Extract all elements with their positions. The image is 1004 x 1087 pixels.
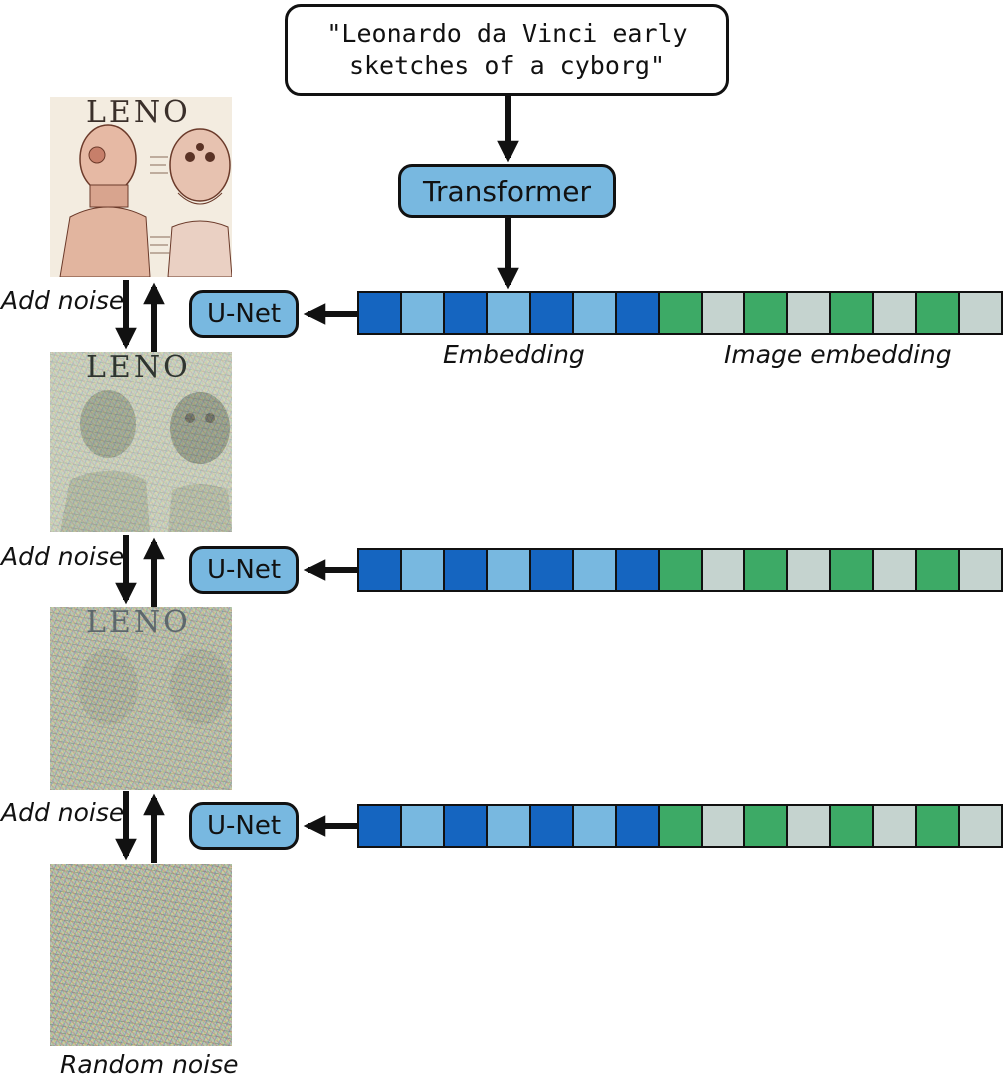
- text-embedding-cell: [573, 806, 617, 846]
- image-embedding-cell: [917, 806, 961, 846]
- text-embedding-cell: [530, 550, 574, 590]
- text-embedding-cell: [616, 806, 660, 846]
- random-noise-label: Random noise: [60, 1050, 239, 1079]
- add-noise-label-1: Add noise: [1, 286, 125, 315]
- image-clean: LENO: [50, 97, 232, 277]
- text-embedding-cell: [530, 293, 574, 333]
- cyborg-sketch-image: [50, 97, 232, 277]
- text-embedding-cell: [487, 550, 531, 590]
- image-embedding-cell: [745, 806, 789, 846]
- image-embedding-cell: [874, 550, 918, 590]
- text-embedding-cell: [530, 806, 574, 846]
- text-embedding-cell: [401, 806, 445, 846]
- image-random-noise: [50, 864, 232, 1046]
- text-embedding-cell: [401, 293, 445, 333]
- image-embedding-cell: [874, 293, 918, 333]
- add-noise-label-3: Add noise: [1, 798, 125, 827]
- text-embedding-cell: [359, 550, 402, 590]
- image-embedding-label: Image embedding: [724, 340, 952, 369]
- text-embedding-cell: [573, 550, 617, 590]
- embedding-strip-2: [357, 548, 1003, 592]
- text-embedding-cell: [401, 550, 445, 590]
- prompt-text: "Leonardo da Vinci early sketches of a c…: [326, 19, 688, 80]
- transformer-box: Transformer: [398, 164, 616, 218]
- image-noisy-1: LENO: [50, 352, 232, 532]
- leno-title-1: LENO: [86, 97, 191, 130]
- text-embedding-cell: [444, 550, 488, 590]
- noise-overlay-1: [50, 352, 232, 532]
- image-embedding-cell: [960, 550, 1002, 590]
- text-embedding-cell: [359, 806, 402, 846]
- image-embedding-cell: [831, 293, 875, 333]
- image-embedding-cell: [702, 806, 746, 846]
- text-embedding-cell: [444, 806, 488, 846]
- text-embedding-cell: [616, 550, 660, 590]
- text-embedding-cell: [444, 293, 488, 333]
- leno-title-3: LENO: [86, 607, 191, 640]
- image-embedding-cell: [788, 550, 832, 590]
- unet-box-1: U-Net: [189, 290, 299, 338]
- image-embedding-cell: [788, 806, 832, 846]
- text-embedding-cell: [616, 293, 660, 333]
- image-embedding-cell: [917, 550, 961, 590]
- image-embedding-cell: [659, 550, 703, 590]
- leno-title-2: LENO: [86, 352, 191, 385]
- unet-box-3: U-Net: [189, 802, 299, 850]
- image-embedding-cell: [702, 293, 746, 333]
- unet-box-2: U-Net: [189, 546, 299, 594]
- image-embedding-cell: [917, 293, 961, 333]
- image-embedding-cell: [960, 806, 1002, 846]
- image-embedding-cell: [702, 550, 746, 590]
- prompt-box: "Leonardo da Vinci early sketches of a c…: [285, 4, 729, 96]
- noise-overlay-2: [50, 607, 232, 790]
- image-embedding-cell: [788, 293, 832, 333]
- image-embedding-cell: [960, 293, 1002, 333]
- embedding-label: Embedding: [443, 340, 585, 369]
- image-noisy-2: LENO: [50, 607, 232, 790]
- image-embedding-cell: [831, 550, 875, 590]
- text-embedding-cell: [359, 293, 402, 333]
- image-embedding-cell: [659, 806, 703, 846]
- image-embedding-cell: [874, 806, 918, 846]
- embedding-strip-3: [357, 804, 1003, 848]
- text-embedding-cell: [573, 293, 617, 333]
- text-embedding-cell: [487, 806, 531, 846]
- image-embedding-cell: [745, 293, 789, 333]
- image-embedding-cell: [659, 293, 703, 333]
- embedding-strip-1: [357, 291, 1003, 335]
- image-embedding-cell: [831, 806, 875, 846]
- image-embedding-cell: [745, 550, 789, 590]
- add-noise-label-2: Add noise: [1, 542, 125, 571]
- text-embedding-cell: [487, 293, 531, 333]
